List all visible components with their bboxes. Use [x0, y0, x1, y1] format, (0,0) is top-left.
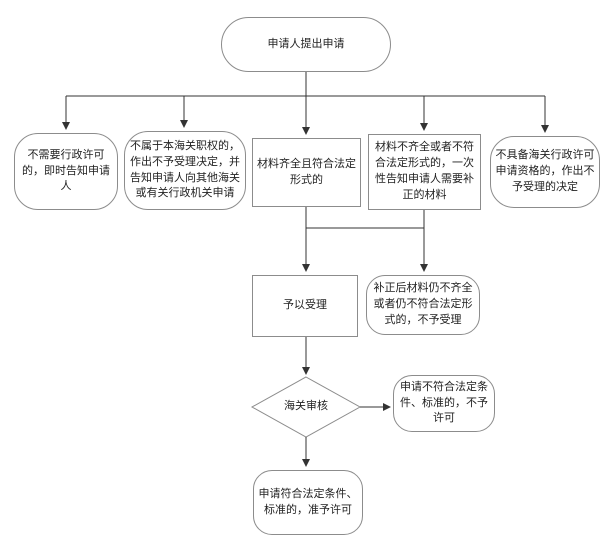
node-start-label: 申请人提出申请 — [267, 37, 345, 50]
node-accept: 予以受理 — [252, 275, 358, 337]
node-materials-complete: 材料齐全且符合法定形式的 — [252, 138, 361, 207]
node-materials-incomplete: 材料不齐全或者不符合法定形式的，一次性告知申请人需要补正的材料 — [368, 134, 481, 210]
node-customs-review: 海关审核 — [252, 377, 360, 437]
node-materials-incomplete-label: 材料不齐全或者不符合法定形式的，一次性告知申请人需要补正的材料 — [375, 141, 474, 201]
node-still-incomplete: 补正后材料仍不齐全或者仍不符合法定形式的，不予受理 — [366, 275, 480, 335]
node-grant-license: 申请符合法定条件、标准的，准予许可 — [253, 470, 363, 535]
node-customs-review-label: 海关审核 — [284, 400, 328, 413]
node-not-jurisdiction-label: 不属于本海关职权的，作出不予受理决定，并告知申请人向其他海关或有关行政机关申请 — [130, 139, 240, 200]
node-not-qualified-label: 不具备海关行政许可申请资格的，作出不予受理的决定 — [495, 149, 595, 193]
node-materials-complete-label: 材料齐全且符合法定形式的 — [257, 157, 356, 186]
node-not-qualified: 不具备海关行政许可申请资格的，作出不予受理的决定 — [490, 136, 600, 208]
node-not-jurisdiction: 不属于本海关职权的，作出不予受理决定，并告知申请人向其他海关或有关行政机关申请 — [124, 131, 246, 210]
node-no-license-needed-label: 不需要行政许可的，即时告知申请人 — [22, 148, 110, 193]
node-no-license-needed: 不需要行政许可的，即时告知申请人 — [14, 133, 118, 210]
node-deny-license: 申请不符合法定条件、标准的，不予许可 — [393, 375, 495, 432]
node-grant-license-label: 申请符合法定条件、标准的，准予许可 — [258, 487, 358, 516]
node-still-incomplete-label: 补正后材料仍不齐全或者仍不符合法定形式的，不予受理 — [373, 282, 473, 326]
node-accept-label: 予以受理 — [283, 299, 327, 312]
node-deny-license-label: 申请不符合法定条件、标准的，不予许可 — [400, 380, 488, 425]
node-start: 申请人提出申请 — [221, 17, 391, 72]
